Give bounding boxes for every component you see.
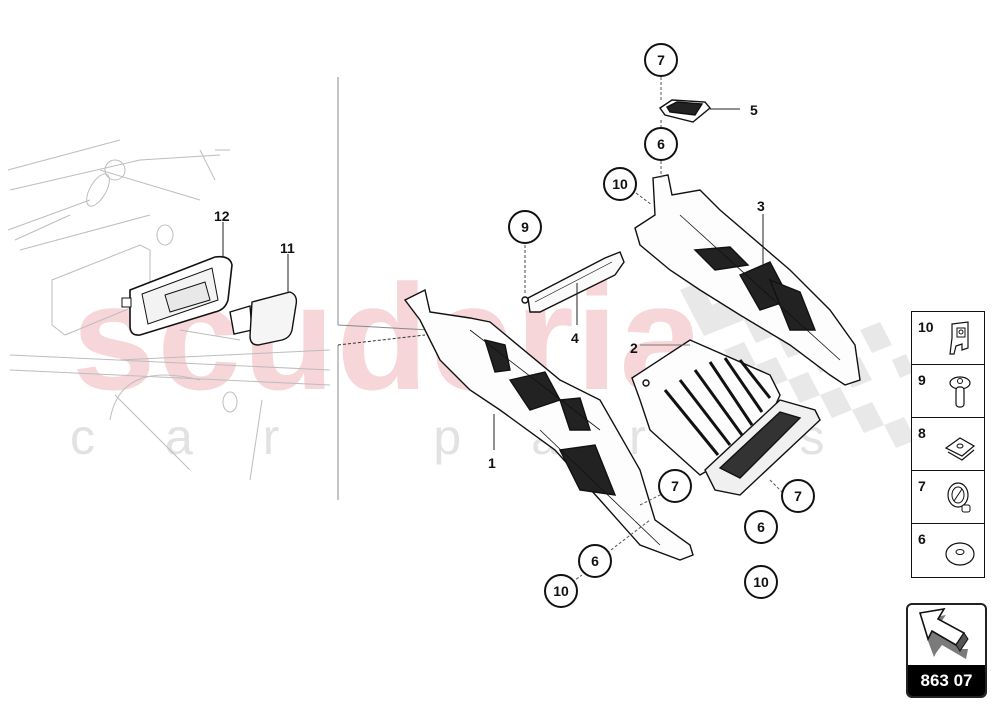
reference-code: 863 07 [908,665,985,696]
part-label-4: 4 [571,330,579,346]
part-label-11: 11 [280,240,295,256]
callout-10: 10 [544,574,578,608]
clip-nut-icon [944,437,976,461]
part-3-rail-trim [634,174,861,386]
callout-10: 10 [603,167,637,201]
part-2-vented-cover [631,339,821,496]
spring-clip-icon [949,321,969,355]
legend-row-8: 8 [912,418,984,471]
callout-9: 9 [508,210,542,244]
part-label-1: 1 [488,455,496,471]
callout-6: 6 [578,544,612,578]
legend-row-6: 6 [912,524,984,577]
legend-number: 9 [918,372,926,388]
reference-box: 863 07 [906,603,987,698]
part-11-switch [229,291,298,346]
part-label-12: 12 [214,208,230,224]
washer-icon [945,542,975,566]
part-label-2: 2 [630,340,638,356]
vehicle-background-sketch [7,139,331,481]
legend-number: 7 [918,478,926,494]
section-divider [337,77,431,500]
legend-row-9: 9 [912,365,984,418]
callout-10: 10 [744,565,778,599]
screw-icon [949,376,971,408]
part-label-5: 5 [750,102,758,118]
callout-6: 6 [744,510,778,544]
legend-number: 8 [918,425,926,441]
plastic-rivet-icon [947,482,971,513]
callout-7: 7 [644,43,678,77]
legend-row-7: 7 [912,471,984,524]
callout-7: 7 [781,479,815,513]
callout-6: 6 [644,127,678,161]
legend-number: 6 [918,531,926,547]
part-12-bezel [121,255,233,336]
direction-arrow-icon [918,607,969,659]
part-1-rail-trim [403,288,694,561]
callout-7: 7 [658,469,692,503]
part-label-3: 3 [757,198,765,214]
legend-row-10: 10 [912,312,984,365]
fastener-legend: 10 9 8 7 [911,311,985,578]
part-4-bracket [521,251,625,313]
legend-number: 10 [918,319,934,335]
part-5-grille [659,99,711,123]
